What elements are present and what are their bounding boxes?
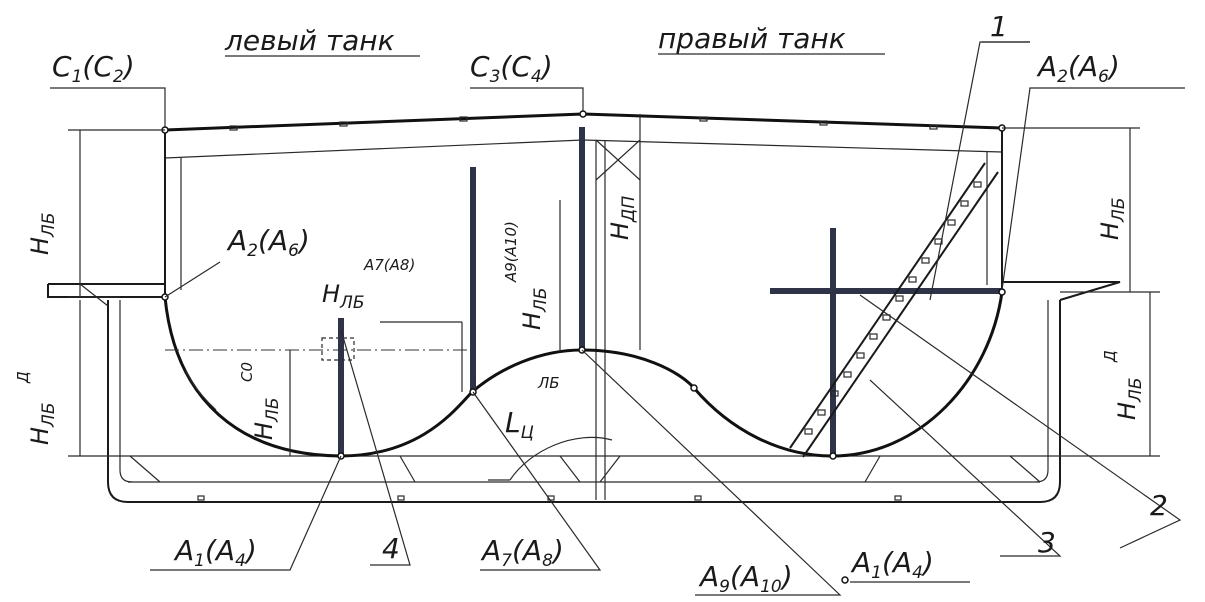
label-a7a8: A7(A8): [480, 534, 564, 571]
ladder-rung: [934, 238, 943, 245]
leader-lines: [50, 41, 1185, 596]
svg-text:A7(A8): A7(A8): [480, 534, 564, 571]
callout-3: 3: [1038, 526, 1056, 559]
svg-text:HЛБ: HЛБ: [26, 213, 59, 256]
svg-text:Д: Д: [1101, 350, 1119, 363]
dim-h-lb-right: HЛБ: [1096, 198, 1129, 241]
measuring-rods: [338, 127, 1002, 456]
inclined-ladder: [789, 162, 999, 458]
ladder-rung: [869, 333, 878, 340]
ladder-rung: [843, 371, 852, 378]
svg-text:A9(A10): A9(A10): [502, 221, 520, 283]
label-c1c2: C1(C2): [52, 50, 135, 87]
measurement-points: [161, 110, 1006, 584]
svg-text:A1(A4): A1(A4): [850, 546, 934, 583]
label-c3c4: C3(C4): [470, 50, 553, 87]
ladder-rung: [856, 352, 865, 359]
tank-bottom-curves: [163, 291, 1004, 458]
left-tank-title: левый танк: [224, 24, 395, 57]
ladder-rung: [947, 219, 956, 226]
svg-text:C3(C4): C3(C4): [470, 50, 553, 87]
svg-text:ЛБ: ЛБ: [537, 374, 560, 392]
dim-h-lb-a9a10: HЛБ A9(A10): [502, 221, 551, 330]
dim-h-lb-c0: HЛБ C0: [238, 362, 283, 440]
dim-h-lb-d-left: HЛБ Д: [14, 371, 59, 445]
ladder-rung: [830, 390, 839, 397]
svg-text:HДП: HДП: [606, 196, 639, 240]
svg-text:HЛБ: HЛБ: [1096, 198, 1129, 241]
right-tank-title: правый танк: [658, 22, 846, 55]
svg-text:LЦ: LЦ: [505, 406, 534, 443]
ladder-rung: [921, 257, 930, 264]
callout-2: 2: [1150, 489, 1168, 522]
svg-text:C0: C0: [238, 362, 256, 382]
svg-text:A7(A8): A7(A8): [363, 256, 415, 274]
dim-h-lb-d-right: HЛБ Д: [1101, 350, 1146, 420]
hull-outline: [47, 281, 1121, 503]
dim-h-lb-left: HЛБ: [26, 213, 59, 256]
ladder-rung: [882, 314, 891, 321]
svg-text:HЛБ: HЛБ: [322, 280, 365, 313]
callout-1: 1: [990, 10, 1008, 43]
ladder-rung: [817, 409, 826, 416]
callout-4: 4: [382, 532, 400, 565]
internal-frames: [128, 128, 1041, 500]
svg-text:A2(A6): A2(A6): [1036, 50, 1120, 87]
svg-text:HЛБ: HЛБ: [518, 288, 551, 331]
ladder-rung: [960, 200, 969, 207]
dim-l-c: LЦ ЛБ: [505, 374, 560, 443]
svg-text:Д: Д: [14, 371, 32, 384]
ladder-rung: [804, 428, 813, 435]
dim-h-lb-a7a8: HЛБ A7(A8): [322, 256, 415, 313]
svg-text:HЛБ: HЛБ: [250, 398, 283, 441]
label-a1a4-right: A1(A4): [850, 546, 934, 583]
label-a9a10: A9(A10): [698, 560, 793, 597]
svg-text:C1(C2): C1(C2): [52, 50, 135, 87]
dim-h-dp: HДП: [606, 196, 639, 240]
label-a2a6-left: A2(A6): [226, 224, 310, 261]
ladder-rung: [908, 276, 917, 283]
svg-text:A2(A6): A2(A6): [226, 224, 310, 261]
svg-text:HЛБ: HЛБ: [26, 403, 59, 446]
label-a1a4-left: A1(A4): [173, 534, 257, 571]
ladder-rung: [895, 295, 904, 302]
top-deck: [164, 112, 1003, 159]
svg-text:HЛБ: HЛБ: [1113, 378, 1146, 421]
ladder-rung: [973, 181, 982, 188]
svg-text:A9(A10): A9(A10): [698, 560, 793, 597]
lc-arc: [509, 436, 613, 481]
label-a2a6-right: A2(A6): [1036, 50, 1120, 87]
svg-text:A1(A4): A1(A4): [173, 534, 257, 571]
